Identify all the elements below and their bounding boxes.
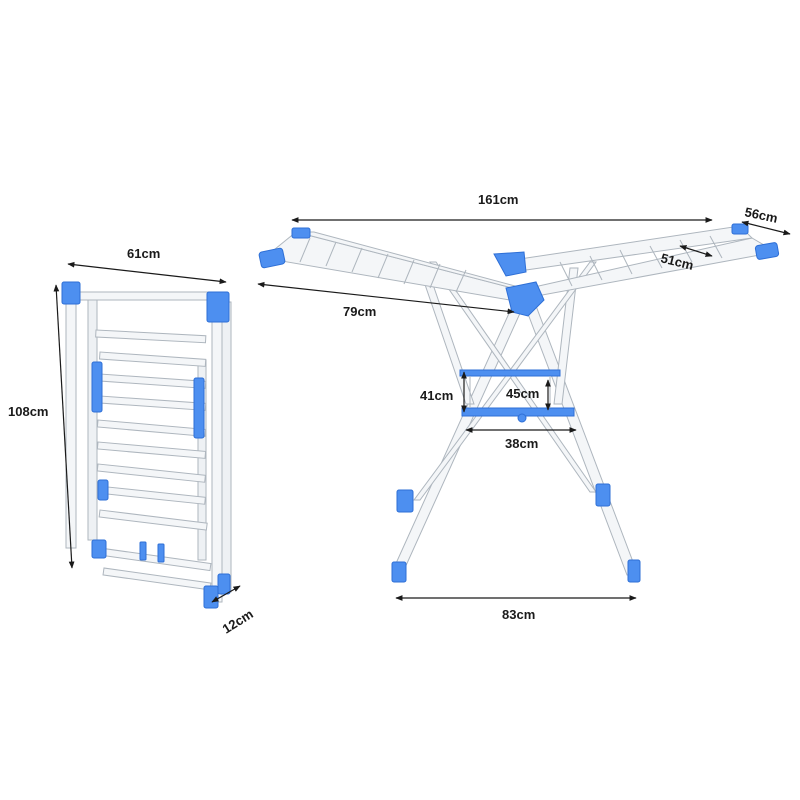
base-width-label: 83cm (502, 607, 535, 622)
folded-width-label: 61cm (127, 246, 160, 261)
open-rack-left-wing (262, 231, 531, 301)
shelf-height-label: 41cm (420, 388, 453, 403)
folded-dimension-lines (53, 261, 241, 603)
folded-rack (61, 281, 232, 609)
folded-depth-line (211, 585, 241, 603)
side-length-line (257, 281, 515, 315)
side-length-label: 79cm (343, 304, 376, 319)
open-dimension-lines (257, 217, 791, 601)
folded-rack-joints (61, 281, 231, 609)
open-rack (258, 223, 780, 583)
wing-depth-label: 56cm (743, 204, 779, 226)
folded-width-line (67, 261, 227, 285)
folded-depth-label: 12cm (220, 606, 256, 636)
open-rack-right-wing (498, 225, 778, 299)
shelf-depth-label: 45cm (506, 386, 539, 401)
total-width-label: 161cm (478, 192, 518, 207)
open-rack-joints (258, 223, 780, 583)
folded-height-line (53, 284, 75, 569)
open-rack-shelf (459, 369, 575, 423)
folded-height-label: 108cm (8, 404, 48, 419)
wing-length-line (679, 245, 713, 257)
wing-depth-line (741, 220, 791, 236)
shelf-width-label: 38cm (505, 436, 538, 451)
folded-rack-rails (75, 291, 213, 591)
